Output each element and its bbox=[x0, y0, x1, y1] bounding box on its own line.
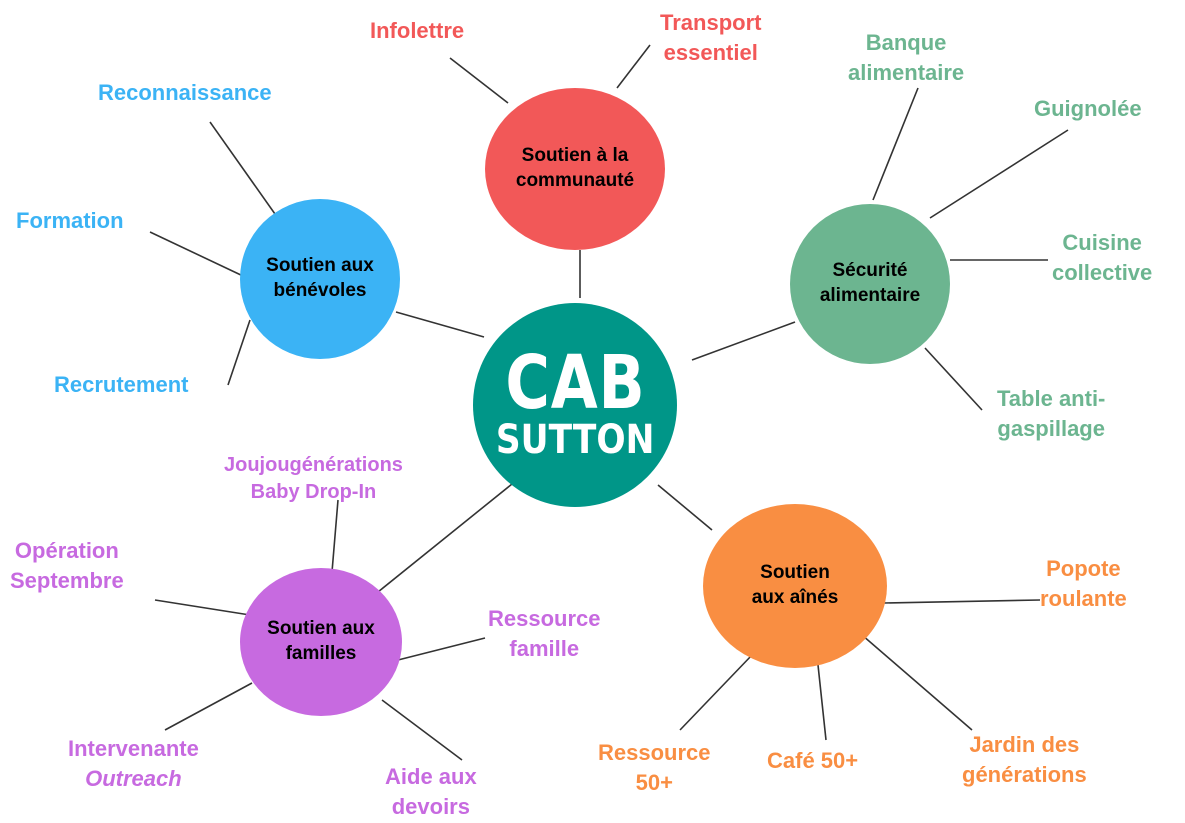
leaf-operation-septembre: Opération Septembre bbox=[10, 538, 124, 594]
leaf-table-anti-gaspillage: Table anti- gaspillage bbox=[997, 386, 1106, 442]
hub-communaute-label: Soutien à la communauté bbox=[515, 145, 635, 191]
link-popote bbox=[883, 599, 1041, 604]
link-center-benevoles bbox=[395, 311, 485, 338]
hub-benevoles-label: Soutien aux bénévoles bbox=[266, 255, 374, 301]
leaf-cuisine-collective: Cuisine collective bbox=[1052, 230, 1153, 286]
link-banque bbox=[872, 87, 919, 201]
link-infolettre bbox=[449, 57, 509, 104]
leaf-popote-roulante: Popote roulante bbox=[1040, 556, 1127, 612]
link-ress50 bbox=[679, 654, 753, 731]
link-transport bbox=[616, 44, 651, 89]
link-cafe bbox=[817, 664, 827, 741]
hub-aines: Soutien aux aînés bbox=[703, 504, 887, 668]
leaf-jardin-des-generations: Jardin des générations bbox=[962, 732, 1087, 788]
logo-line-1: CAB bbox=[504, 339, 646, 426]
link-center-familles bbox=[377, 483, 513, 593]
leaf-transport-essentiel: Transport essentiel bbox=[660, 10, 762, 66]
link-formation bbox=[149, 231, 244, 277]
link-jardin bbox=[861, 634, 973, 731]
link-interv bbox=[164, 682, 253, 731]
leaf-banque-alimentaire: Banque alimentaire bbox=[848, 30, 965, 86]
logo-line-2: SUTTON bbox=[495, 417, 655, 464]
link-center-alimentaire bbox=[691, 321, 796, 361]
link-ressfam bbox=[397, 637, 486, 661]
hub-communaute: Soutien à la communauté bbox=[485, 88, 665, 250]
leaf-formation: Formation bbox=[16, 208, 124, 233]
link-recrutement bbox=[227, 319, 251, 386]
leaf-aide-aux-devoirs: Aide aux devoirs bbox=[385, 764, 477, 820]
hub-familles: Soutien aux familles bbox=[240, 568, 402, 716]
leaf-intervenante-outreach: Intervenante Outreach bbox=[68, 736, 199, 792]
link-table bbox=[924, 347, 983, 411]
link-aide bbox=[381, 699, 463, 761]
leaf-joujougenerations: Joujougénérations Baby Drop-In bbox=[224, 454, 403, 503]
link-guignolee bbox=[929, 129, 1069, 219]
link-center-aines bbox=[657, 484, 713, 531]
leaf-ressource-famille: Ressource famille bbox=[488, 606, 601, 662]
leaf-cafe-50: Café 50+ bbox=[767, 748, 859, 773]
hub-benevoles: Soutien aux bénévoles bbox=[240, 199, 400, 359]
hub-alimentaire: Sécurité alimentaire bbox=[790, 204, 950, 364]
link-operation bbox=[154, 599, 251, 616]
leaf-ressource-50: Ressource 50+ bbox=[598, 740, 711, 796]
hub-familles-label: Soutien aux familles bbox=[267, 618, 375, 664]
leaf-recrutement: Recrutement bbox=[54, 372, 189, 397]
leaf-infolettre: Infolettre bbox=[370, 18, 465, 43]
leaf-guignolee: Guignolée bbox=[1034, 96, 1142, 121]
leaf-reconnaissance: Reconnaissance bbox=[98, 80, 272, 105]
cab-sutton-logo: CAB SUTTON bbox=[473, 303, 677, 507]
link-joujou bbox=[331, 499, 339, 573]
hub-aines-label: Soutien aux aînés bbox=[751, 562, 839, 608]
link-reconnaissance bbox=[209, 121, 276, 215]
hub-alimentaire-label: Sécurité alimentaire bbox=[819, 260, 921, 306]
